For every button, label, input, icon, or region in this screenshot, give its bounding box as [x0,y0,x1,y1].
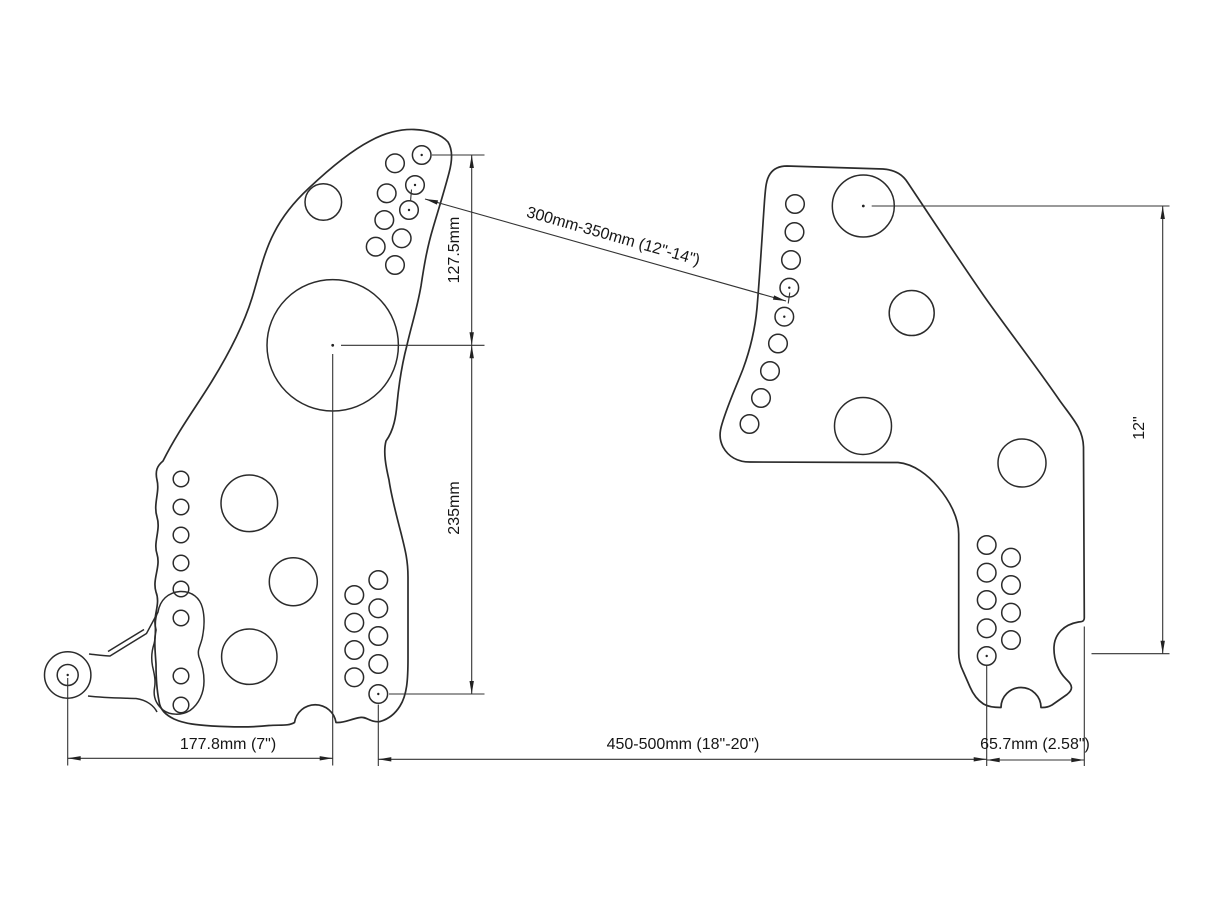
dim-label-450-500: 450-500mm (18"-20") [607,736,760,753]
leader-tick [409,189,413,202]
dim-label-65-7: 65.7mm (2.58") [980,736,1090,753]
bore [268,556,319,607]
hole [739,413,760,435]
arm-top-edge [88,611,159,657]
center-mark [783,315,786,318]
hole [172,609,190,627]
arrowhead [1160,640,1165,654]
hole [344,639,365,661]
left-plate-outline [154,128,453,728]
bore [220,474,279,533]
bore [833,396,893,456]
arrowhead [469,345,474,359]
hole [172,667,190,685]
arrowhead [772,295,786,301]
hole [172,526,190,544]
arrowhead [973,757,987,762]
hole [976,534,997,556]
hole [368,625,389,647]
hole [759,360,781,382]
arm-slot-line [107,628,145,653]
bracket-pad-outline [151,590,205,715]
arrowhead [319,756,333,761]
hole [368,598,389,619]
center-mark [985,654,988,658]
bore [220,628,278,686]
hole [398,199,420,221]
hole [404,174,426,196]
right-plate [719,165,1086,709]
center-mark [413,183,417,187]
hole [750,387,772,409]
arrowhead [469,681,474,694]
hole [172,554,190,572]
hole [172,696,190,714]
dim-label-235: 235mm [446,481,463,534]
hole [780,249,802,271]
hole [368,653,389,675]
hole [976,645,997,667]
arrowhead [986,757,1000,763]
center-mark [407,208,411,212]
arrowhead [67,756,81,761]
hole [391,228,412,249]
leader-line-300-350 [424,198,787,302]
dim-label-127-5: 127.5mm [446,217,463,284]
arrowhead [1071,757,1085,763]
arrowhead [469,155,474,168]
center-mark [861,204,865,208]
hole [1000,602,1022,623]
hole [767,333,789,354]
center-mark [420,153,423,157]
hole [384,254,406,276]
hole [376,183,397,204]
hole [344,612,365,633]
right-plate-holes [739,174,1047,667]
leader-label-300-350: 300mm-350mm (12"-14") [525,204,702,269]
arrowhead [425,199,439,205]
hole [368,683,389,705]
arrowhead [1160,206,1165,219]
bore [304,182,343,222]
hole [172,498,190,516]
hole [374,209,395,231]
dimension-lines [66,153,1170,766]
dim-label-12in: 12" [1131,416,1148,439]
hole [368,569,389,591]
hole [784,193,806,215]
hole [784,221,805,243]
dim-label-177-8: 177.8mm (7") [180,736,276,753]
hole [976,589,997,611]
arrowhead [378,757,392,762]
hole [344,584,365,606]
hole [384,153,406,174]
leader-tick [787,292,791,304]
arrowhead [469,332,474,346]
bore [888,289,935,337]
hole [976,562,997,583]
hole [172,580,190,598]
hole [1000,629,1022,651]
hole [976,618,997,639]
arm-bottom-edge [87,695,158,713]
center-mark [788,286,791,289]
hole [411,144,432,166]
left-plate [43,128,453,728]
hole [172,470,190,488]
hole [774,306,795,327]
center-mark [331,343,335,347]
left-plate-holes [172,144,432,714]
hole [365,236,386,257]
right-plate-outline [719,165,1086,709]
bore [997,438,1047,488]
hole [344,667,365,688]
center-mark [377,692,380,696]
center-mark [66,673,69,677]
hole [1000,547,1022,568]
hole [1000,574,1022,596]
